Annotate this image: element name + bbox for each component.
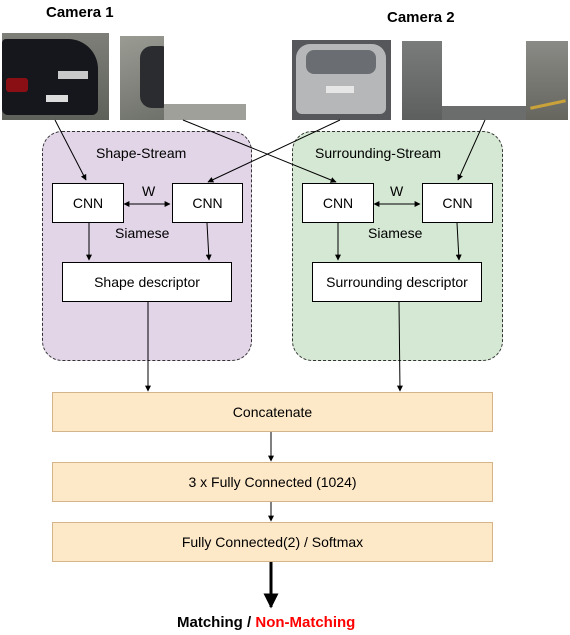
surrounding-cnn-left: CNN xyxy=(302,183,374,223)
shape-cnn-left: CNN xyxy=(52,183,124,223)
output-label: Matching / Non-Matching xyxy=(177,614,355,631)
surrounding-cnn-right: CNN xyxy=(422,183,493,223)
shape-cnn-right: CNN xyxy=(172,183,243,223)
softmax-block: Fully Connected(2) / Softmax xyxy=(52,522,493,562)
fully-connected-block: 3 x Fully Connected (1024) xyxy=(52,462,493,502)
non-matching-label: Non-Matching xyxy=(255,614,356,631)
shape-stream-container xyxy=(42,131,252,361)
surrounding-descriptor: Surrounding descriptor xyxy=(312,262,482,302)
surrounding-stream-container xyxy=(292,131,503,361)
concatenate-block: Concatenate xyxy=(52,392,493,432)
output-separator: / xyxy=(242,614,256,631)
camera-2-surrounding-image xyxy=(402,41,568,120)
surrounding-weight-label: W xyxy=(390,183,404,199)
matching-label: Matching xyxy=(177,614,243,631)
camera-2-vehicle-image xyxy=(292,40,391,120)
shape-descriptor: Shape descriptor xyxy=(62,262,232,302)
surrounding-stream-title: Surrounding-Stream xyxy=(315,145,442,161)
shape-stream-title: Shape-Stream xyxy=(96,145,187,161)
surrounding-siamese-label: Siamese xyxy=(368,225,423,241)
shape-weight-label: W xyxy=(142,183,156,199)
camera-1-surrounding-image xyxy=(120,36,246,120)
camera-2-label: Camera 2 xyxy=(387,9,455,26)
camera-1-vehicle-image xyxy=(2,33,109,120)
shape-siamese-label: Siamese xyxy=(115,225,170,241)
camera-1-label: Camera 1 xyxy=(46,4,114,21)
